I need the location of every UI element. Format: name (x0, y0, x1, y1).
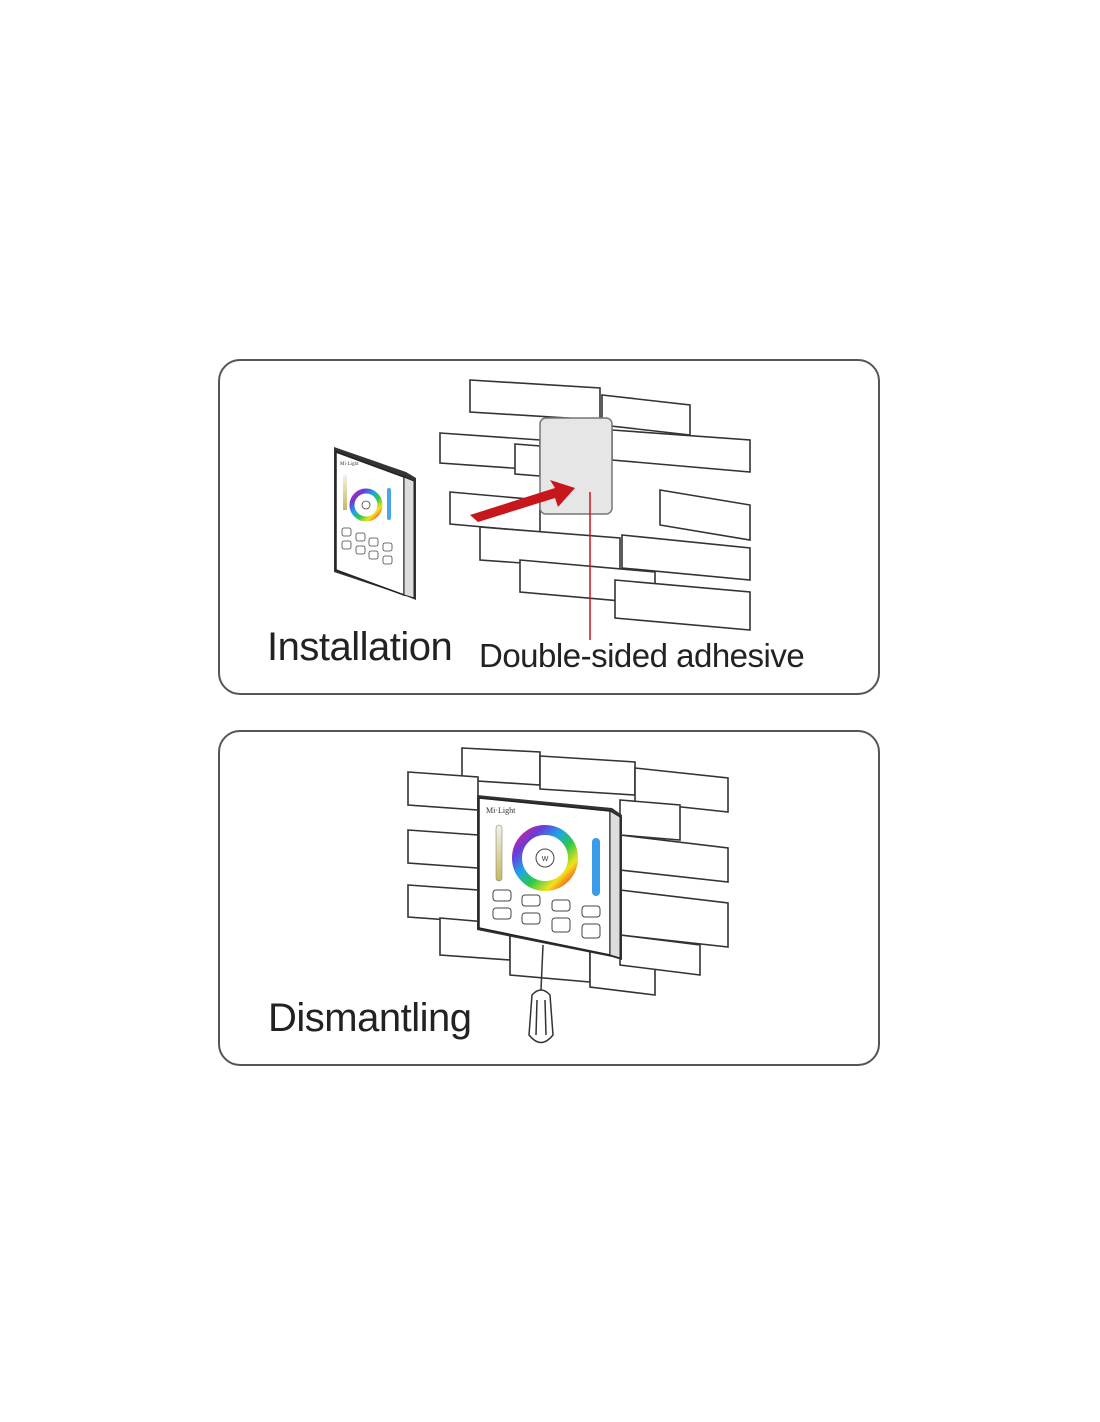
wall-panel-device-large: Mi·Light W (477, 795, 622, 960)
device-logo: Mi·Light (486, 806, 516, 815)
dismantling-title: Dismantling (268, 996, 472, 1040)
wall-panel-device-small: Mi·Light (334, 447, 416, 600)
screwdriver-icon (528, 944, 554, 1044)
adhesive-label: Double-sided adhesive (479, 637, 805, 674)
installation-title: Installation (267, 625, 453, 669)
red-arrow-icon (470, 480, 575, 522)
white-button-label: W (542, 856, 549, 863)
adhesive-pad (539, 417, 613, 515)
device-logo: Mi·Light (340, 462, 359, 467)
